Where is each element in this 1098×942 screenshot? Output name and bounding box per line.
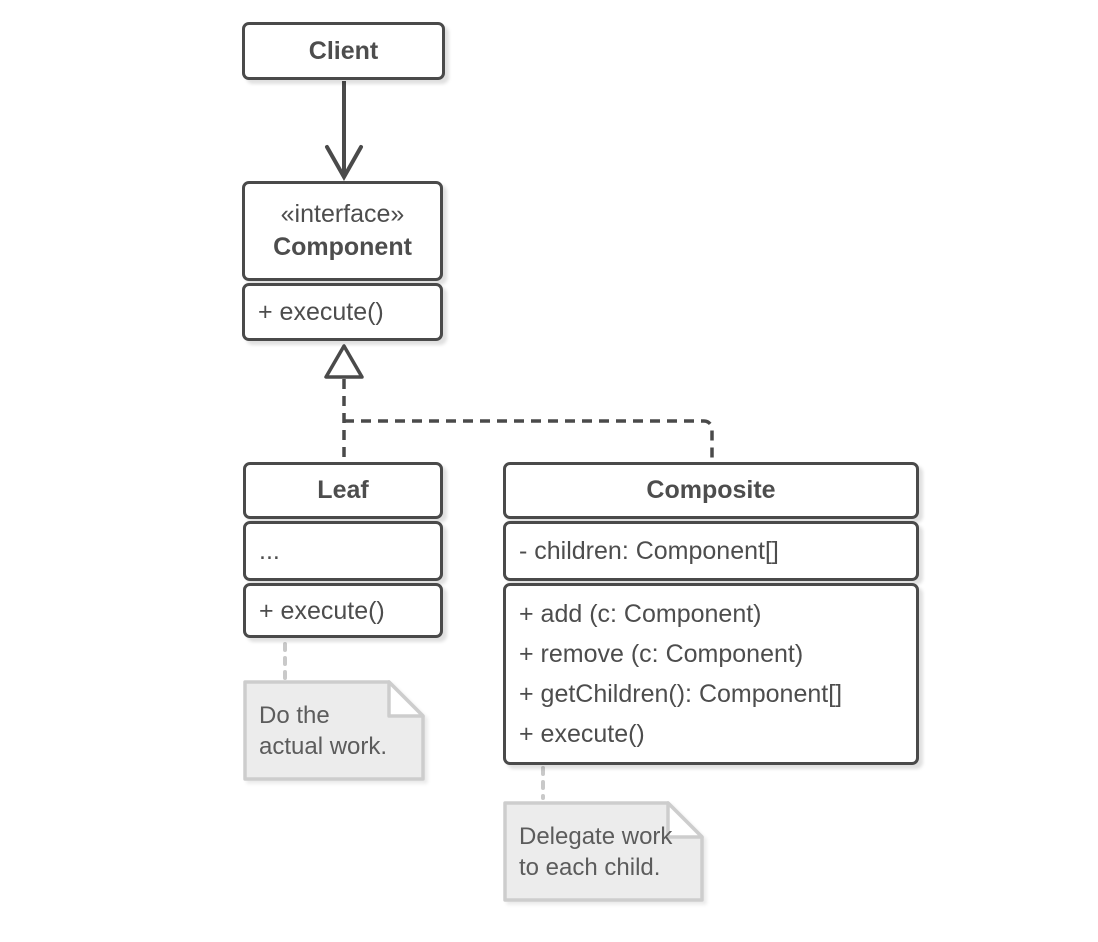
class-leaf: Leaf ... + execute()	[243, 462, 443, 638]
composite-realization-line	[344, 419, 714, 460]
class-component-stereotype: «interface»	[280, 200, 405, 228]
method-line: + remove (c: Component)	[519, 640, 804, 668]
realization-dashed-lines	[342, 379, 714, 460]
class-composite-methods: + add (c: Component) + remove (c: Compon…	[503, 583, 919, 765]
note-shape	[503, 801, 704, 902]
class-leaf-header: Leaf	[243, 462, 443, 519]
attribute-line: ...	[259, 537, 280, 565]
class-client-header: Client	[242, 22, 445, 80]
attribute-line: - children: Component[]	[519, 537, 779, 565]
class-leaf-title: Leaf	[317, 476, 369, 504]
class-composite-title: Composite	[646, 476, 776, 504]
method-line: + add (c: Component)	[519, 600, 762, 628]
class-composite: Composite - children: Component[] + add …	[503, 462, 919, 765]
note-line: actual work.	[259, 732, 388, 760]
client-component-arrow	[325, 81, 363, 182]
note-shape	[243, 680, 425, 781]
class-component-header: «interface» Component	[242, 181, 443, 281]
class-leaf-methods: + execute()	[243, 583, 443, 638]
class-component: «interface» Component + execute()	[242, 181, 443, 341]
composite-note: Delegate work to each child.	[503, 801, 704, 902]
class-component-title: Component	[273, 233, 412, 261]
class-client: Client	[242, 22, 445, 80]
class-leaf-attributes: ...	[243, 521, 443, 581]
class-component-methods: + execute()	[242, 283, 443, 341]
method-line: + getChildren(): Component[]	[519, 680, 843, 708]
composite-note-text: Delegate work to each child.	[503, 801, 704, 902]
class-client-title: Client	[308, 36, 379, 65]
note-line: Delegate work	[519, 822, 673, 850]
class-composite-attributes: - children: Component[]	[503, 521, 919, 581]
method-line: + execute()	[259, 596, 385, 625]
method-line: + execute()	[258, 298, 384, 326]
note-line: Do the	[259, 701, 330, 729]
leaf-note-text: Do the actual work.	[243, 680, 425, 781]
note-line: to each child.	[519, 853, 661, 881]
class-composite-header: Composite	[503, 462, 919, 519]
leaf-note: Do the actual work.	[243, 680, 425, 781]
method-line: + execute()	[519, 720, 645, 748]
realization-triangle-icon	[324, 344, 364, 379]
